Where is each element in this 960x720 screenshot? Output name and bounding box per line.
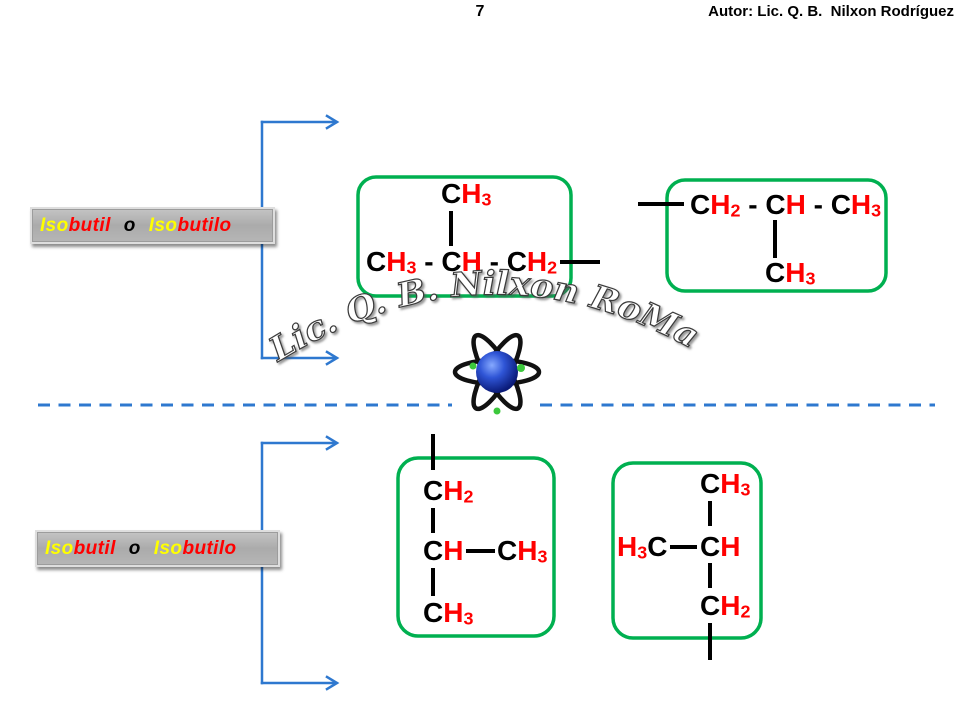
hydrogen-symbol: H — [461, 178, 482, 209]
structure-box-top-left — [356, 175, 573, 298]
hydrogen-symbol: H — [443, 597, 464, 628]
formula-methyl-end: CH3 — [423, 597, 473, 629]
subscript-digit: 3 — [406, 257, 417, 278]
formula-methylene: CH2 — [700, 590, 750, 622]
nucleus-sphere — [476, 351, 518, 393]
hydrogen-symbol: H — [443, 475, 464, 506]
carbon-symbol: C — [765, 189, 786, 220]
bond-dash: - — [813, 189, 823, 220]
structure-box-bottom-left — [396, 456, 556, 638]
carbon-symbol: C — [506, 246, 527, 277]
carbon-symbol: C — [647, 531, 668, 562]
label-prefix: Iso — [153, 537, 183, 559]
hydrogen-symbol: H — [785, 189, 806, 220]
page-number: 7 — [475, 3, 485, 20]
carbon-symbol: C — [423, 535, 444, 566]
subscript-digit: 2 — [740, 601, 751, 622]
carbon-symbol: C — [830, 189, 851, 220]
subscript-digit: 3 — [637, 542, 648, 563]
formula-methylene: CH2 — [423, 475, 473, 507]
formula-main-chain: CH2 - CH - CH3 — [690, 189, 881, 221]
arrow-right-icon — [325, 435, 340, 451]
label-prefix: Iso — [148, 214, 178, 236]
structure-box-top-right — [665, 178, 888, 293]
electron-dot — [517, 364, 525, 372]
carbon-symbol: C — [700, 590, 721, 621]
label-stem: butil — [68, 214, 111, 236]
hydrogen-symbol: H — [850, 189, 872, 220]
formula-methine: CH — [423, 535, 463, 567]
label-conjunction: o — [128, 537, 141, 559]
carbon-symbol: C — [497, 535, 518, 566]
label-prefix: Iso — [45, 537, 74, 559]
hydrogen-symbol: H — [461, 246, 482, 277]
subscript-digit: 3 — [537, 546, 548, 567]
hydrogen-symbol: H — [720, 590, 741, 621]
hydrogen-symbol: H — [785, 257, 806, 288]
carbon-symbol: C — [366, 246, 387, 277]
carbon-symbol: C — [441, 246, 462, 277]
hydrogen-symbol: H — [386, 246, 407, 277]
carbon-symbol: C — [423, 597, 444, 628]
subscript-digit: 3 — [463, 608, 474, 629]
formula-methyl-end: CH3 — [700, 468, 750, 500]
carbon-symbol: C — [423, 475, 444, 506]
electron-dot — [469, 362, 477, 370]
subscript-digit: 3 — [871, 200, 882, 221]
bond-dash: - — [748, 189, 758, 220]
hydrogen-symbol: H — [526, 246, 548, 277]
subscript-digit: 2 — [463, 486, 474, 507]
atom-icon — [452, 332, 542, 415]
author-credit: Autor: Lic. Q. B. Nilxon Rodríguez — [708, 3, 954, 20]
electron-dot — [493, 407, 501, 415]
formula-methyl-branch: CH3 — [441, 178, 491, 210]
formula-methine: CH — [700, 531, 740, 563]
structure-box-bottom-right — [611, 461, 763, 640]
hydrogen-symbol: H — [720, 531, 741, 562]
subscript-digit: 3 — [481, 189, 492, 210]
formula-main-chain: CH3 - CH - CH2 — [366, 246, 557, 278]
subscript-digit: 3 — [740, 479, 751, 500]
hydrogen-symbol: H — [710, 189, 731, 220]
bond-dash: - — [489, 246, 499, 277]
formula-methyl-branch: CH3 — [765, 257, 815, 289]
carbon-symbol: C — [765, 257, 786, 288]
hydrogen-symbol: H — [443, 535, 464, 566]
hydrogen-symbol: H — [720, 468, 741, 499]
formula-methyl-branch: H3C — [617, 531, 667, 563]
carbon-symbol: C — [441, 178, 462, 209]
carbon-symbol: C — [690, 189, 711, 220]
subscript-digit: 3 — [805, 268, 816, 289]
carbon-symbol: C — [700, 531, 721, 562]
subscript-digit: 2 — [730, 200, 741, 221]
subscript-digit: 2 — [547, 257, 558, 278]
bond-dash: - — [424, 246, 434, 277]
label-stem: butilo — [177, 214, 232, 236]
carbon-symbol: C — [700, 468, 721, 499]
hydrogen-symbol: H — [617, 531, 638, 562]
formula-methyl-branch: CH3 — [497, 535, 547, 567]
label-prefix: Iso — [40, 214, 69, 236]
label-stem: butilo — [182, 537, 237, 559]
hydrogen-symbol: H — [517, 535, 538, 566]
label-conjunction: o — [123, 214, 136, 236]
arrow-right-icon — [325, 114, 340, 130]
arrow-right-icon — [325, 350, 340, 366]
label-stem: butil — [73, 537, 116, 559]
arrow-right-icon — [325, 675, 340, 691]
